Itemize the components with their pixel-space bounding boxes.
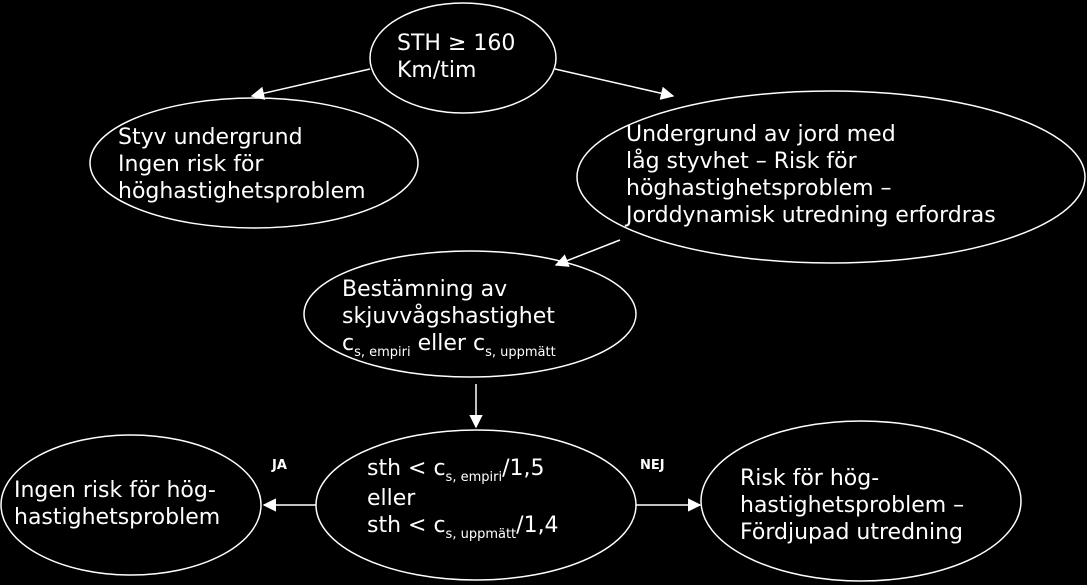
condition-line2: eller [367, 486, 416, 511]
ingen-line1: Ingen risk för hög- [14, 478, 216, 503]
bestamning-line1: Bestämning av [342, 277, 508, 302]
undergrund-line1: Undergrund av jord med [626, 122, 896, 147]
undergrund-node-shape [576, 90, 1086, 264]
condition-line1: sth < cs, empiri/1,5 [367, 455, 559, 485]
styv-node-text: Styv undergrund Ingen risk för höghastig… [118, 124, 366, 205]
ingen-line2: hastighetsproblem [14, 505, 221, 530]
undergrund-line2: låg styvhet – Risk för [626, 149, 857, 174]
ingen-node-text: Ingen risk för hög- hastighetsproblem [14, 477, 220, 531]
styv-line1: Styv undergrund [118, 125, 303, 150]
styv-line2: Ingen risk för [118, 152, 264, 177]
edge-label-nej: NEJ [640, 458, 665, 473]
condition-line3-post: /1,4 [516, 513, 559, 538]
risk-line1: Risk för hög- [740, 466, 880, 491]
risk-line2: hastighetsproblem – [740, 493, 965, 518]
condition-line1-pre: sth < c [367, 456, 446, 481]
ingen-node-shape [0, 434, 262, 576]
arrow-undergrund-to-bestamning [554, 239, 621, 267]
arrow-sth-to-styv [250, 68, 371, 100]
bestamning-sub-empiri: s, empiri [354, 345, 411, 360]
condition-line3-sub: s, uppmätt [445, 527, 517, 542]
condition-line1-post: /1,5 [502, 456, 545, 481]
bestamning-node-shape [303, 250, 637, 378]
risk-line3: Fördjupad utredning [740, 520, 964, 545]
bestamning-mid: eller c [410, 331, 486, 356]
bestamning-node-text: Bestämning av skjuvvågshastighet cs, emp… [342, 276, 556, 360]
sth-line1: STH ≥ 160 [397, 31, 516, 56]
undergrund-node-text: Undergrund av jord med låg styvhet – Ris… [626, 121, 996, 229]
bestamning-line2: skjuvvågshastighet [342, 304, 555, 329]
sth-node-shape [369, 2, 557, 114]
condition-line1-sub: s, empiri [445, 470, 503, 485]
arrow-sth-to-undergrund [554, 68, 675, 100]
bestamning-c1: c [342, 331, 355, 356]
condition-line3-pre: sth < c [367, 513, 446, 538]
condition-node-text: sth < cs, empiri/1,5 eller sth < cs, upp… [367, 455, 559, 542]
bestamning-line3: cs, empiri eller cs, uppmätt [342, 330, 556, 360]
bestamning-sub-uppmatt: s, uppmätt [485, 345, 556, 360]
edge-label-ja: JA [272, 458, 287, 473]
styv-line3: höghastighetsproblem [118, 179, 366, 204]
sth-node-text: STH ≥ 160 Km/tim [397, 30, 515, 84]
risk-node-text: Risk för hög- hastighetsproblem – Fördju… [740, 465, 964, 546]
condition-line3: sth < cs, uppmätt/1,4 [367, 512, 559, 542]
undergrund-line4: Jorddynamisk utredning erfordras [626, 203, 996, 228]
undergrund-line3: höghastighetsproblem – [626, 176, 892, 201]
sth-line2: Km/tim [397, 58, 477, 83]
